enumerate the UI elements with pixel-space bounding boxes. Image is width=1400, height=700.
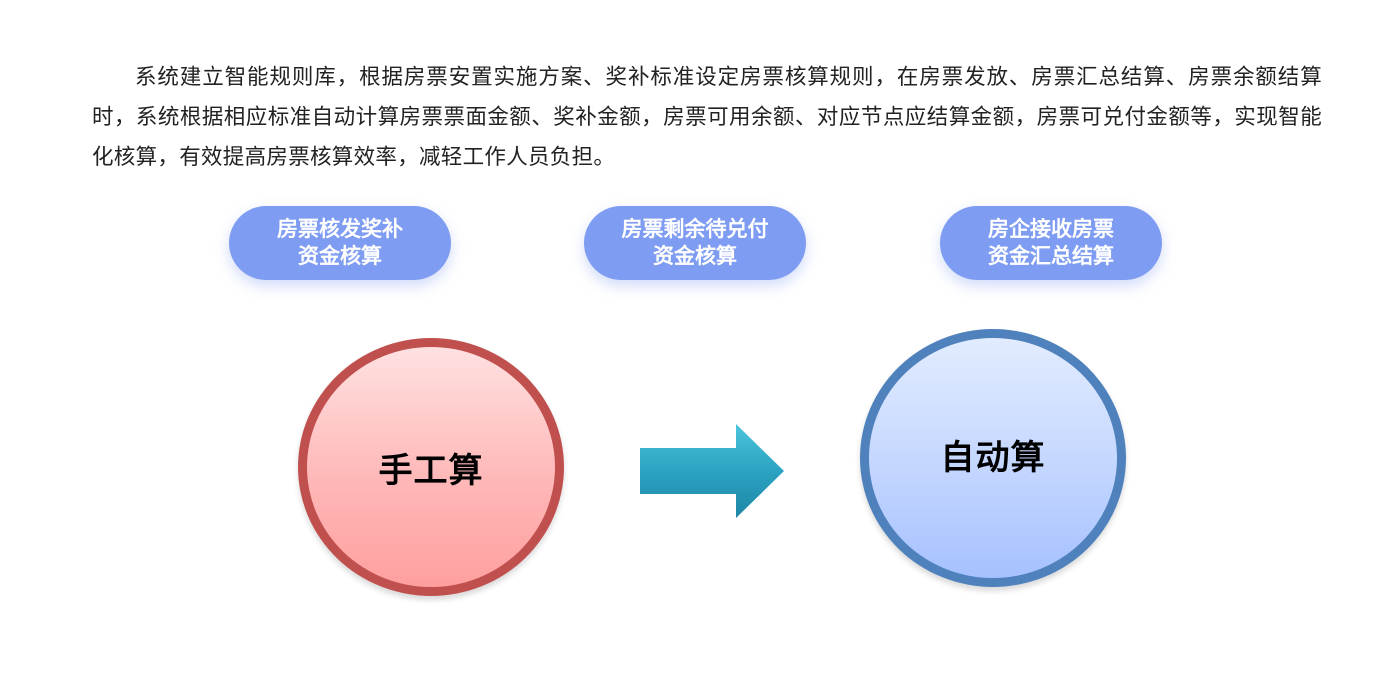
right-arrow-icon <box>640 424 784 518</box>
description-paragraph: 系统建立智能规则库，根据房票安置实施方案、奖补标准设定房票核算规则，在房票发放、… <box>92 65 1322 170</box>
feature-pill-remaining-redemption: 房票剩余待兑付 资金核算 <box>584 206 806 280</box>
automatic-calculation-circle: 自动算 <box>860 329 1126 587</box>
manual-calculation-circle: 手工算 <box>298 338 564 596</box>
feature-pill-line1: 房票剩余待兑付 <box>621 217 769 241</box>
manual-calculation-label: 手工算 <box>378 450 484 491</box>
feature-pill-line2: 资金核算 <box>653 244 737 268</box>
feature-pill-line2: 资金汇总结算 <box>988 244 1114 268</box>
feature-pill-line2: 资金核算 <box>298 244 382 268</box>
feature-pill-line1: 房票核发奖补 <box>277 217 403 241</box>
feature-pill-issuance-subsidy: 房票核发奖补 资金核算 <box>229 206 451 280</box>
feature-pill-developer-settlement: 房企接收房票 资金汇总结算 <box>940 206 1162 280</box>
feature-pill-line1: 房企接收房票 <box>988 217 1114 241</box>
automatic-calculation-label: 自动算 <box>940 437 1046 478</box>
